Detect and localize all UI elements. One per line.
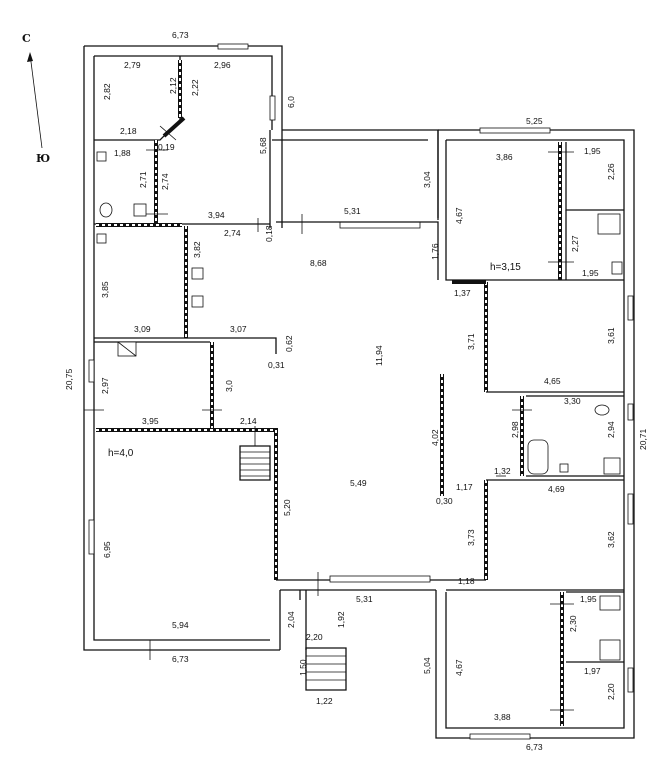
dim-stair-w: 2,14 <box>240 416 257 426</box>
dim-r-bath-w: 3,30 <box>564 396 581 406</box>
dim-w118: 1,18 <box>458 576 475 586</box>
dim-room-297: 2,97 <box>100 377 110 394</box>
height-main-label: h=4,0 <box>108 448 134 459</box>
dim-r-bottom-side: 5,04 <box>422 657 432 674</box>
dim-left-total: 20,75 <box>64 368 74 390</box>
dim-r-room2-side: 3,61 <box>606 327 616 344</box>
dim-hall-big: 8,68 <box>310 258 327 268</box>
dim-w062: 0,62 <box>284 335 294 352</box>
dim-r-wc4-h: 2,20 <box>606 683 616 700</box>
stairs-icon <box>239 426 271 481</box>
dim-w137: 1,37 <box>454 288 471 298</box>
dim-r-room4-h: 4,67 <box>454 659 464 676</box>
dim-room-a-h: 2,82 <box>102 83 112 100</box>
dim-r-room1-h: 4,67 <box>454 207 464 224</box>
dim-top-left-w1: 2,79 <box>124 60 141 70</box>
dim-center-w: 5,49 <box>350 478 367 488</box>
dim-room-395: 3,95 <box>142 416 159 426</box>
dim-r-wc2-w: 1,95 <box>582 268 599 278</box>
dim-bot-hall: 5,31 <box>356 594 373 604</box>
dim-w176: 1,76 <box>430 243 440 260</box>
dim-w274: 2,74 <box>224 228 241 238</box>
dim-r-bath-h: 2,98 <box>510 421 520 438</box>
compass-south-label: Ю <box>36 152 50 165</box>
right-block <box>435 127 635 740</box>
dim-r-room2-w: 4,65 <box>544 376 561 386</box>
dim-center-h: 11,94 <box>374 345 384 366</box>
dim-steps-h: 1,50 <box>298 659 308 676</box>
porch-steps-icon <box>305 647 347 691</box>
dim-w117: 1,17 <box>456 482 473 492</box>
dim-room-a-w: 2,18 <box>120 126 137 136</box>
dim-steps-w: 1,22 <box>316 696 333 706</box>
dim-r-room2-h: 3,71 <box>466 333 476 350</box>
dim-right-total: 20,71 <box>638 428 648 450</box>
dim-r-wc2-h: 2,27 <box>570 235 580 252</box>
dim-bottom-width: 6,73 <box>172 654 189 664</box>
dim-r-wc1-w: 1,95 <box>584 146 601 156</box>
dim-wc1-h2: 2,74 <box>160 173 170 190</box>
dim-porch-h: 2,04 <box>286 611 296 628</box>
dim-top-left-w2: 2,96 <box>214 60 231 70</box>
dim-r-wc3-h: 2,30 <box>568 615 578 632</box>
left-outer-side <box>83 46 280 651</box>
dim-porch-h2: 1,92 <box>336 611 346 628</box>
dim-porch-w: 2,20 <box>306 632 323 642</box>
dim-room-309: 3,09 <box>134 324 151 334</box>
dim-left-big-h: 5,68 <box>258 137 268 154</box>
compass-north-label: С <box>22 32 31 45</box>
dim-w132: 1,32 <box>494 466 511 476</box>
dim-room-a-h2: 2,12 <box>168 77 178 94</box>
dim-room-307: 3,07 <box>230 324 247 334</box>
dim-wc1-w: 1,88 <box>114 148 131 158</box>
dim-room-385: 3,85 <box>100 281 110 298</box>
dim-main-side: 5,20 <box>282 499 292 516</box>
dim-hall-top: 5,31 <box>344 206 361 216</box>
dim-main-h: 6,95 <box>102 541 112 558</box>
dim-r-room1-w: 3,86 <box>496 152 513 162</box>
dim-w394: 3,94 <box>208 210 225 220</box>
left-block <box>83 43 283 660</box>
dim-hall-h: 3,04 <box>422 171 432 188</box>
dim-r-room4-w: 3,88 <box>494 712 511 722</box>
dim-room-30: 3,0 <box>224 380 234 392</box>
height-right-label: h=3,15 <box>490 262 521 273</box>
left-outer-top <box>84 45 283 130</box>
dim-w031: 0,31 <box>268 360 285 370</box>
dim-r-room3-side: 3,62 <box>606 531 616 548</box>
dim-r-room3-h: 3,73 <box>466 529 476 546</box>
compass-arrow-line <box>29 53 43 149</box>
dim-wc1-h: 2,71 <box>138 171 148 188</box>
center-hall <box>272 129 446 691</box>
dim-room-382: 3,82 <box>192 241 202 258</box>
compass: С Ю <box>22 32 50 165</box>
dim-top-width: 6,73 <box>172 30 189 40</box>
dim-r-wc4-w: 1,97 <box>584 666 601 676</box>
dim-r-wc3-w: 1,95 <box>580 594 597 604</box>
dim-w018: 0,18 <box>264 225 274 242</box>
dim-r-top-width: 5,25 <box>526 116 543 126</box>
dim-top-right-side: 6,0 <box>286 96 296 108</box>
compass-arrow-head-icon <box>27 52 33 62</box>
dimension-labels: 6,73 2,79 2,96 2,82 2,12 2,22 2,18 6,0 5… <box>64 30 648 752</box>
dim-r-wc1-h: 2,26 <box>606 163 616 180</box>
dim-pillar-w: 0,30 <box>436 496 453 506</box>
dim-main-w: 5,94 <box>172 620 189 630</box>
dim-r-bath-h2: 2,94 <box>606 421 616 438</box>
dim-r-bottom-width: 6,73 <box>526 742 543 752</box>
dim-r-room3-w: 4,69 <box>548 484 565 494</box>
dim-diag: 0,19 <box>158 142 175 152</box>
dim-pillar-h: 4,02 <box>430 429 440 446</box>
dim-room-a-h3: 2,22 <box>190 79 200 96</box>
